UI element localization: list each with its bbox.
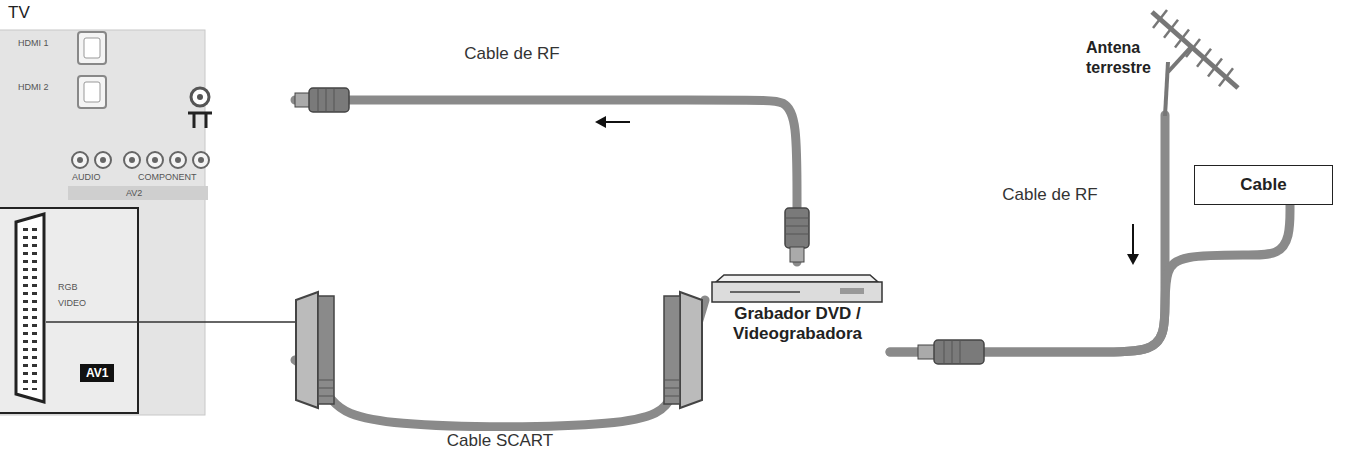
recorder-device: Grabador DVD / Videograbadora: [705, 262, 890, 357]
direction-arrow: [604, 121, 630, 123]
tv-back-panel: [22, 226, 40, 390]
port-label: AV2: [126, 188, 142, 198]
direction-arrow: [595, 116, 606, 128]
tv-back-panel: [84, 38, 100, 58]
tv-back-panel: [100, 157, 106, 163]
scart-plug: [664, 380, 680, 396]
tv-back-panel: [72, 152, 209, 168]
tv-back-panel: [84, 82, 100, 102]
recorder-device: [712, 282, 882, 302]
rf-plug: [785, 208, 809, 248]
port-label: COMPONENT: [138, 172, 197, 182]
antenna-symbol: [1152, 12, 1238, 88]
antenna-symbol: [1168, 48, 1190, 72]
scart-plug: [664, 292, 702, 408]
direction-arrow: [1127, 224, 1139, 265]
port-label: HDMI 2: [18, 82, 49, 92]
antenna-label: Antena terrestre: [1078, 28, 1240, 115]
scart-plug: [318, 380, 334, 396]
tv-back-panel: [129, 157, 135, 163]
tv-back-panel: [191, 88, 209, 106]
antenna-element: [1219, 68, 1233, 86]
source-box: Cable: [1194, 165, 1333, 205]
tv-back-panel: [46, 321, 296, 323]
tv-back-panel: [193, 152, 209, 168]
tv-back-panel: [68, 186, 208, 200]
rf-cable: [295, 100, 797, 262]
tv-back-panel: [77, 157, 83, 163]
rf-plug: [318, 88, 334, 112]
tv-back-panel: [0, 30, 205, 415]
tv-back-panel: [147, 152, 163, 168]
tv-back-panel: [188, 113, 212, 128]
port-label: VIDEO: [58, 298, 86, 308]
recorder-device: [712, 275, 882, 302]
antenna-symbol: [1152, 10, 1238, 116]
antenna-element: [1164, 20, 1178, 38]
tv-back-panel: [77, 157, 204, 163]
rf-cable: [890, 205, 1290, 352]
tv-back-panel: [152, 157, 158, 163]
port-label: AUDIO: [72, 172, 101, 182]
rf-plug: [790, 247, 804, 262]
tv-back-panel: [72, 152, 88, 168]
rf-plug: [785, 208, 809, 262]
rf-plug: [934, 340, 984, 364]
rf-plug: [295, 88, 349, 112]
rf-cable: [295, 300, 705, 427]
tv-back-panel: [78, 32, 106, 64]
rf-plug: [295, 93, 310, 107]
direction-arrow: [1127, 254, 1139, 265]
tv-back-panel: [95, 152, 111, 168]
tv-back-panel: [124, 152, 140, 168]
scart-plug: [664, 296, 680, 404]
scart-plug: [296, 292, 334, 408]
tv-back-panel: [16, 214, 44, 402]
tv-back-panel: [198, 157, 204, 163]
antenna-element: [1186, 39, 1200, 57]
node-text: TV: [8, 3, 30, 23]
cable-label: Cable de RF: [999, 185, 1100, 205]
cable-label: Cable SCART: [444, 431, 556, 451]
tv-back-panel: [0, 30, 296, 415]
antenna-element: [1208, 59, 1222, 77]
rf-cable: [890, 115, 1165, 352]
scart-plug: [318, 296, 334, 404]
tv-back-panel: [78, 76, 106, 108]
recorder-device: [730, 291, 800, 293]
direction-arrow: [595, 116, 630, 128]
rf-plug: [918, 340, 984, 364]
port-label: HDMI 1: [18, 38, 49, 48]
input-tag: AV1: [80, 364, 114, 382]
node-text: Antena terrestre: [1086, 38, 1168, 78]
antenna-element: [1175, 29, 1189, 47]
tv-back-panel: [170, 152, 186, 168]
recorder-device: [840, 288, 864, 294]
node-text: Cable: [1195, 166, 1332, 203]
direction-arrow: [1132, 224, 1134, 256]
rf-plug: [785, 218, 809, 234]
scart-plug: [296, 292, 318, 408]
tv-back-panel: [0, 208, 138, 413]
scart-plug: [680, 292, 702, 408]
node-text: AV1: [86, 366, 108, 380]
node-text: Grabador DVD / Videograbadora: [713, 304, 882, 345]
cable-label: Cable de RF: [461, 44, 562, 64]
rf-plug: [918, 345, 935, 359]
rf-plug: [944, 340, 960, 364]
tv-back-panel: [175, 157, 181, 163]
antenna-element: [1153, 10, 1167, 28]
port-label: RGB: [58, 282, 78, 292]
rf-plug: [309, 88, 349, 112]
tv-back-panel: [197, 94, 203, 100]
recorder-device: [716, 275, 878, 282]
antenna-element: [1197, 49, 1211, 67]
antenna-symbol: [1165, 62, 1168, 116]
